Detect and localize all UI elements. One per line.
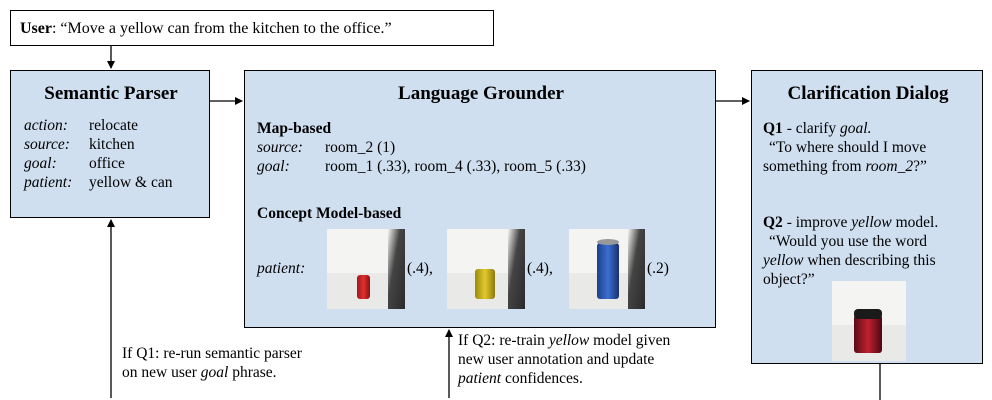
q1-feedback-note: If Q1: re-run semantic parser on new use… bbox=[122, 345, 302, 381]
language-grounder-title: Language Grounder bbox=[398, 83, 564, 104]
clarification-dialog-box: Clarification Dialog Q1 - clarify goal. … bbox=[751, 70, 983, 364]
q2-block: Q2 - improve yellow model. “Would you us… bbox=[763, 214, 939, 288]
score-3: (.2) bbox=[647, 260, 669, 277]
grounder-source-row: source: room_2 (1) bbox=[257, 138, 395, 157]
parser-row-source: source: kitchen bbox=[24, 135, 173, 154]
user-utterance-text: : “Move a yellow can from the kitchen to… bbox=[51, 20, 392, 37]
semantic-parser-title: Semantic Parser bbox=[44, 83, 178, 104]
map-based-heading: Map-based bbox=[257, 120, 332, 137]
q2-label: Q2 bbox=[763, 214, 783, 231]
semantic-parser-box: Semantic Parser action: relocate source: k… bbox=[10, 70, 210, 218]
query-object-photo bbox=[832, 281, 906, 361]
q2-feedback-note: If Q2: re-train yellow model given new u… bbox=[458, 332, 671, 387]
parser-key: source: bbox=[24, 136, 70, 153]
language-grounder-box: Language Grounder Map-based source: room_… bbox=[244, 70, 716, 328]
q1-label: Q1 bbox=[763, 120, 783, 137]
parser-key: patient: bbox=[24, 174, 73, 191]
parser-value: office bbox=[89, 155, 125, 172]
parser-value: kitchen bbox=[89, 136, 135, 153]
grounder-goal-value: room_1 (.33), room_4 (.33), room_5 (.33) bbox=[325, 158, 586, 175]
grounder-source-key: source: bbox=[257, 139, 303, 156]
grounder-goal-key: goal: bbox=[257, 158, 290, 175]
clarification-title: Clarification Dialog bbox=[787, 83, 949, 104]
red-can-photo bbox=[327, 229, 405, 309]
score-1: (.4), bbox=[407, 260, 433, 277]
parser-key: goal: bbox=[24, 155, 57, 172]
parser-row-patient: patient: yellow & can bbox=[24, 173, 173, 192]
parser-row-action: action: relocate bbox=[24, 116, 173, 135]
user-label: User bbox=[20, 20, 52, 37]
parser-value: relocate bbox=[89, 117, 139, 134]
concept-model-heading: Concept Model-based bbox=[257, 205, 402, 222]
parser-key: action: bbox=[24, 117, 68, 134]
blue-can-photo bbox=[569, 229, 645, 309]
yellow-can-photo bbox=[447, 229, 525, 309]
semantic-parser-rows: action: relocate source: kitchen goal: offi… bbox=[24, 116, 173, 192]
parser-value: yellow & can bbox=[89, 174, 173, 191]
q1-block: Q1 - clarify goal. “To where should I mo… bbox=[763, 120, 927, 175]
grounder-goal-row: goal: room_1 (.33), room_4 (.33), room_5 … bbox=[257, 157, 586, 176]
parser-row-goal: goal: office bbox=[24, 154, 173, 173]
user-utterance-box: User: “Move a yellow can from the kitche… bbox=[10, 10, 494, 46]
score-2: (.4), bbox=[527, 260, 553, 277]
grounder-patient-key: patient: bbox=[257, 260, 306, 277]
grounder-source-value: room_2 (1) bbox=[325, 139, 396, 156]
